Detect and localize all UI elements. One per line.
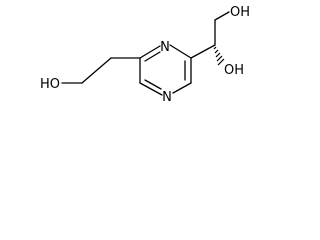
bond-ch2-to-oh xyxy=(214,11,230,21)
hashed-wedge-bond xyxy=(213,46,225,66)
wedge-hash-2 xyxy=(214,49,219,54)
ring-bond-n4-c5 xyxy=(139,82,163,96)
ring-double-bond-inner-top xyxy=(144,51,161,62)
pyrazine-ring xyxy=(139,44,192,96)
ring-bond-n1-c2 xyxy=(169,44,192,59)
bond-ring-to-chiral-carbon xyxy=(190,44,216,59)
ring-bond-c6-n1 xyxy=(139,45,161,59)
ring-double-bond-inner-bottom xyxy=(144,79,162,90)
ring-bond-c3-n4 xyxy=(172,82,192,94)
hydroxyl-label-left: HO xyxy=(40,77,60,92)
diol-chain xyxy=(190,11,230,59)
ring-nitrogen-bottom: N xyxy=(162,90,172,105)
wedge-hash-1 xyxy=(213,46,217,50)
wedge-hash-3 xyxy=(215,52,221,58)
hydroxyl-label-top-right: OH xyxy=(230,5,250,20)
ring-nitrogen-top: N xyxy=(160,40,170,55)
wedge-hash-4 xyxy=(216,55,223,62)
pyrazine-diol-structure: N N OH OH HO xyxy=(40,5,250,105)
hydroxyl-label-right: OH xyxy=(224,63,244,78)
bond-ch2-to-ch2 xyxy=(81,57,112,84)
wedge-hash-5 xyxy=(217,58,225,66)
hydroxyethyl-chain xyxy=(61,57,141,84)
